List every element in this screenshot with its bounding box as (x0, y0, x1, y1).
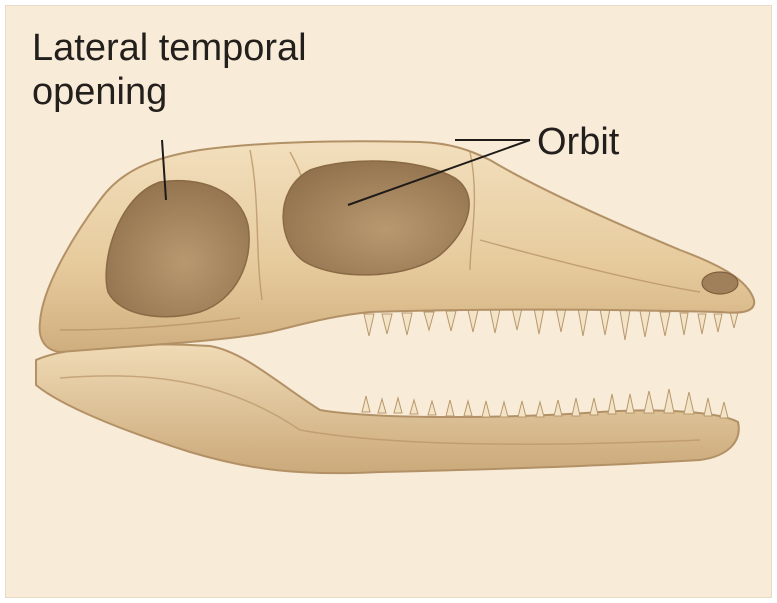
nostril-opening (701, 271, 739, 295)
lateral-temporal-leader-line (161, 139, 167, 201)
lateral-label-line2: opening (32, 71, 168, 113)
orbit-opening (282, 160, 470, 276)
lower-jaw-ridge (59, 375, 701, 446)
lower-teeth (361, 388, 729, 419)
lower-jaw (35, 343, 740, 475)
orbit-leader-line (347, 139, 531, 206)
lateral-label-line1: Lateral temporal (32, 27, 307, 69)
orbit-label: Orbit (537, 121, 620, 163)
lateral-temporal-opening-label: Lateral temporal opening (32, 26, 307, 114)
upper-teeth (363, 307, 739, 341)
lateral-temporal-opening (105, 179, 250, 318)
